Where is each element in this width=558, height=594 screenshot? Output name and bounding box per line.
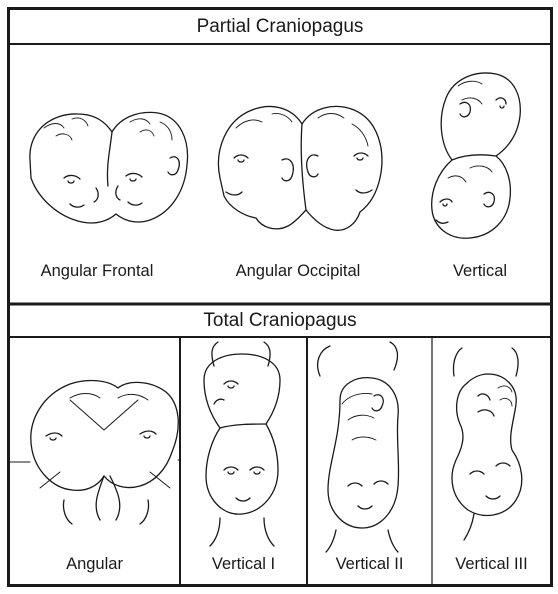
vertical-one-illustration (204, 342, 280, 546)
vertical-partial-eye-bottom (440, 199, 452, 206)
caption-vertical: Vertical (430, 262, 530, 281)
caption-angular-frontal: Angular Frontal (17, 262, 177, 281)
angular-occipital-eye-left (234, 155, 248, 162)
vertical-three-mouth (486, 496, 500, 499)
vertical-three-body-bottom (464, 514, 474, 540)
angular-total-necks (96, 476, 120, 520)
caption-vertical-three: Vertical III (432, 555, 551, 574)
angular-total-illustration (8, 381, 180, 524)
vertical-three-eyes (470, 463, 510, 474)
vertical-three-hair (498, 386, 512, 406)
caption-vertical-two: Vertical II (307, 555, 432, 574)
angular-frontal-eye-left (64, 175, 80, 183)
vertical-two-body-bottom (326, 530, 398, 552)
angular-occipital-ear-right (307, 155, 318, 177)
angular-total-eye-right (140, 431, 156, 438)
vertical-one-face-top (214, 381, 238, 404)
angular-total-tick-marks (8, 460, 180, 462)
vertical-two-illustration (318, 342, 399, 552)
vertical-two-body-top (318, 342, 398, 376)
vertical-partial-eye-top (496, 98, 506, 108)
angular-total-bodies (63, 500, 148, 524)
angular-frontal-noses (94, 186, 120, 202)
vertical-partial-mouth (436, 220, 448, 223)
angular-frontal-hair (44, 118, 172, 140)
angular-occipital-heads-outline (218, 106, 381, 230)
vertical-partial-ear-bottom (484, 192, 494, 206)
angular-occipital-illustration (218, 106, 381, 230)
vertical-partial-junction (452, 155, 496, 160)
vertical-partial-illustration (432, 73, 521, 238)
angular-frontal-eye-right (126, 173, 142, 181)
vertical-one-eyes-bottom (224, 467, 264, 474)
angular-occipital-ear-left (282, 159, 293, 181)
angular-frontal-ear (168, 157, 179, 175)
vertical-partial-ear-top (460, 102, 470, 116)
angular-total-heads-outline (31, 381, 178, 491)
vertical-two-hair (342, 393, 376, 440)
vertical-two-eyes (348, 481, 388, 486)
angular-total-eye-left (46, 433, 62, 440)
vertical-one-mouth (236, 498, 250, 501)
angular-total-hair (70, 394, 148, 401)
vertical-one-body-bottom (210, 518, 274, 546)
angular-frontal-illustration (30, 112, 188, 223)
angular-occipital-mouths (226, 190, 372, 195)
vertical-three-face-top (478, 394, 494, 416)
angular-occipital-eye-right (354, 153, 368, 160)
vertical-three-illustration (452, 348, 522, 540)
angular-occipital-junction (301, 124, 306, 210)
caption-angular: Angular (9, 555, 180, 574)
caption-angular-occipital: Angular Occipital (208, 262, 388, 281)
vertical-one-junction (220, 424, 266, 428)
vertical-two-mouth (358, 506, 372, 509)
vertical-three-body-top (453, 348, 518, 376)
vertical-one-heads-outline (204, 354, 280, 514)
angular-frontal-mouths (70, 202, 142, 207)
angular-total-guide-lines (40, 400, 170, 488)
vertical-partial-hair (448, 81, 492, 182)
vertical-partial-heads-outline (432, 73, 521, 238)
caption-vertical-one: Vertical I (180, 555, 307, 574)
angular-frontal-heads-outline (30, 112, 188, 223)
vertical-two-ear (372, 395, 383, 411)
vertical-two-heads-outline (328, 378, 399, 528)
angular-frontal-junction (107, 132, 112, 186)
